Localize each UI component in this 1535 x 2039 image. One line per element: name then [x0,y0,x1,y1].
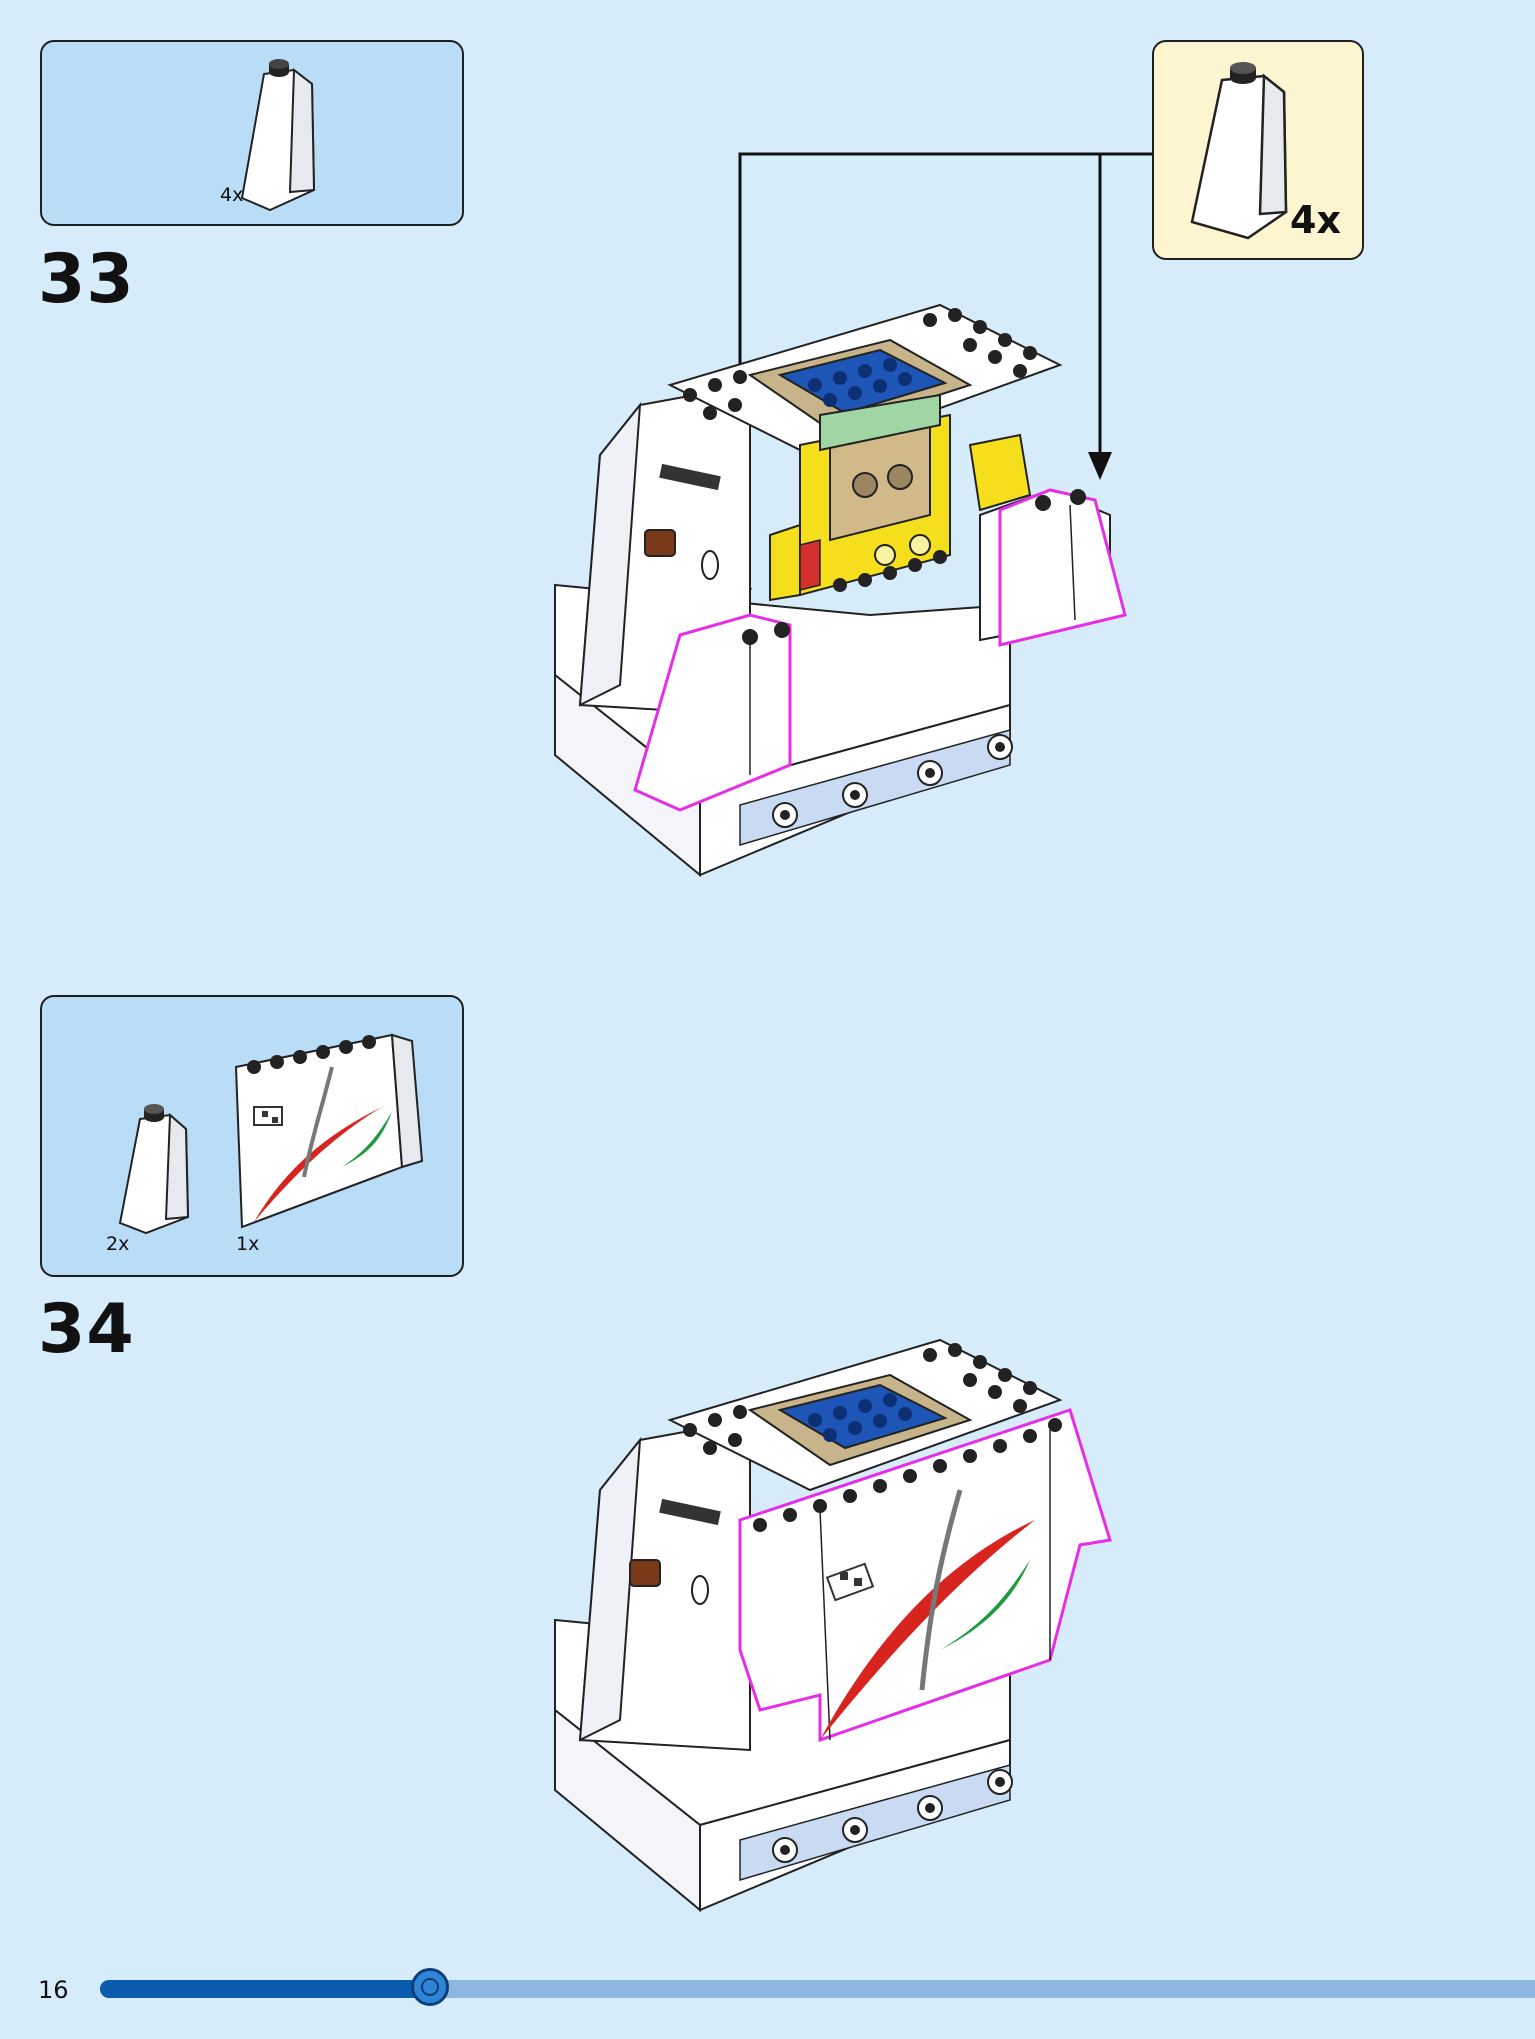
callout-qty: 4x [1290,198,1341,242]
step-33-parts-box: 4x [40,40,464,226]
step-34-parts-box: 2x 1x [40,995,464,1277]
slope-brick-callout-icon [1190,62,1288,240]
step-number: 34 [38,1290,135,1369]
printed-panel-part-icon [234,1033,424,1229]
slope-brick-part-icon [240,59,316,212]
page-number: 16 [38,1976,69,2004]
slope-brick-part-icon [118,1104,190,1235]
step-34-model-illustration [554,1338,1112,1913]
step-33-model-illustration [554,303,1127,878]
part-qty: 1x [236,1233,260,1255]
progress-bar [100,1968,1535,2006]
progress-marker-icon [411,1968,450,2006]
part-qty: 2x [106,1233,130,1255]
progress-fill [100,1980,431,1998]
step-number: 33 [38,240,135,319]
step-33-callout-box: 4x [1152,40,1364,260]
part-qty: 4x [220,184,244,206]
